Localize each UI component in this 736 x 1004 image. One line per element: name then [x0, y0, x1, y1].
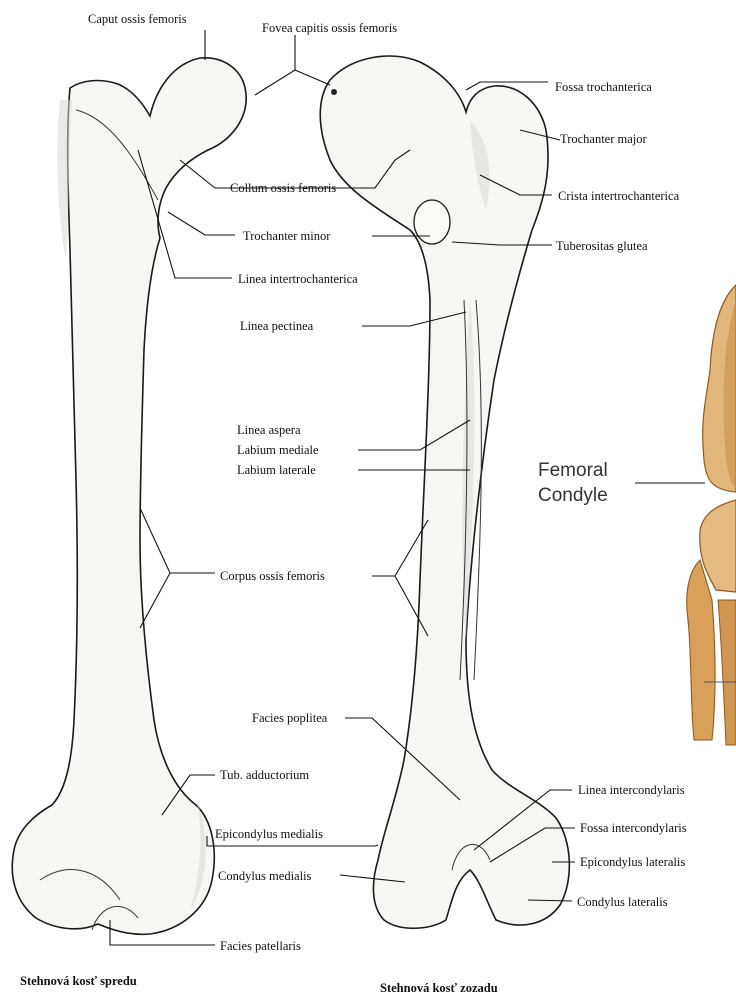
label-epicondylus-lateralis: Epicondylus lateralis: [580, 855, 685, 869]
label-linea-intercondylaris: Linea intercondylaris: [578, 783, 685, 797]
label-linea-aspera: Linea aspera: [237, 423, 301, 437]
label-caput: Caput ossis femoris: [88, 12, 187, 26]
label-facies-patellaris: Facies patellaris: [220, 939, 301, 953]
caption-front: Stehnová kosť spredu: [20, 974, 137, 988]
inset-label-femoral: Femoral: [538, 460, 608, 481]
label-trochanter-minor: Trochanter minor: [243, 229, 331, 243]
caption-back: Stehnová kosť zozadu: [380, 981, 498, 995]
label-epicondylus-medialis: Epicondylus medialis: [215, 827, 323, 841]
label-tuberositas: Tuberositas glutea: [556, 239, 648, 253]
label-corpus: Corpus ossis femoris: [220, 569, 325, 583]
label-linea-intertrochanterica: Linea intertrochanterica: [238, 272, 358, 286]
label-crista: Crista intertrochanterica: [558, 189, 680, 203]
knee-inset-image: [687, 285, 736, 745]
label-linea-pectinea: Linea pectinea: [240, 319, 314, 333]
label-trochanter-major: Trochanter major: [560, 132, 648, 146]
label-labium-mediale: Labium mediale: [237, 443, 319, 457]
label-condylus-lateralis: Condylus lateralis: [577, 895, 668, 909]
label-condylus-medialis: Condylus medialis: [218, 869, 312, 883]
femur-anterior-view: [12, 58, 246, 935]
inset-label-condyle: Condyle: [538, 485, 608, 506]
label-labium-laterale: Labium laterale: [237, 463, 316, 477]
femur-posterior-view: [320, 56, 569, 928]
label-fossa-trochanterica: Fossa trochanterica: [555, 80, 652, 94]
label-collum: Collum ossis femoris: [230, 181, 336, 195]
label-fossa-intercondylaris: Fossa intercondylaris: [580, 821, 687, 835]
label-fovea: Fovea capitis ossis femoris: [262, 21, 397, 35]
label-tub-adductorium: Tub. adductorium: [220, 768, 309, 782]
label-facies-poplitea: Facies poplitea: [252, 711, 328, 725]
